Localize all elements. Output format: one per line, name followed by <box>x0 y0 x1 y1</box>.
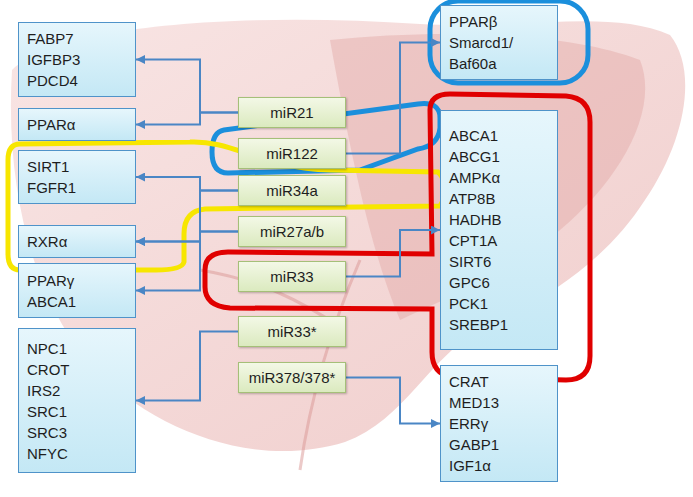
target-arrow <box>136 232 238 242</box>
gene-name: ERRγ <box>449 413 549 434</box>
target-gene-box: ABCA1ABCG1AMPKαATP8BHADHBCPT1ASIRT6GPC6P… <box>440 110 558 350</box>
mirna-name: miR33* <box>243 321 341 342</box>
gene-name: SIRT6 <box>449 251 549 272</box>
gene-name: CRAT <box>449 371 549 392</box>
gene-name: FGFR1 <box>27 177 127 198</box>
gene-name: NFYC <box>27 443 127 464</box>
target-arrow <box>136 60 238 113</box>
highlight-blue <box>430 1 588 83</box>
gene-name: CPT1A <box>449 230 549 251</box>
gene-name: GABP1 <box>449 434 549 455</box>
gene-name: HADHB <box>449 209 549 230</box>
mirna-box: miR21 <box>238 97 346 128</box>
target-gene-box: FABP7IGFBP3PDCD4 <box>18 22 136 97</box>
gene-name: AMPKα <box>449 167 549 188</box>
gene-name: SRC1 <box>27 401 127 422</box>
gene-name: ABCG1 <box>449 146 549 167</box>
mirna-box: miR33 <box>238 261 346 292</box>
target-arrow <box>136 232 238 291</box>
target-gene-box: NPC1CROTIRS2SRC1SRC3NFYC <box>18 328 136 473</box>
gene-name: PCK1 <box>449 293 549 314</box>
gene-name: ATP8B <box>449 188 549 209</box>
target-arrow <box>136 332 238 401</box>
gene-name: IGFBP3 <box>27 49 127 70</box>
gene-name: NPC1 <box>27 338 127 359</box>
gene-name: PPARβ <box>449 11 549 32</box>
mirna-box: miR34a <box>238 175 346 206</box>
mirna-name: miR122 <box>243 143 341 164</box>
gene-name: RXRα <box>27 231 127 252</box>
mirna-name: miR27a/b <box>243 221 341 242</box>
gene-name: GPC6 <box>449 272 549 293</box>
gene-name: CROT <box>27 359 127 380</box>
gene-name: ABCA1 <box>27 291 127 312</box>
liver-vessel <box>200 260 360 470</box>
gene-name: SRC3 <box>27 422 127 443</box>
target-gene-box: PPARα <box>18 108 136 141</box>
target-gene-box: PPARγABCA1 <box>18 263 136 318</box>
highlight-red <box>205 94 590 380</box>
target-arrow <box>136 177 238 191</box>
mirna-box: miR122 <box>238 138 346 169</box>
target-arrow <box>136 113 238 125</box>
gene-name: FABP7 <box>27 28 127 49</box>
gene-name: PPARα <box>27 114 127 135</box>
gene-name: IRS2 <box>27 380 127 401</box>
mirna-name: miR34a <box>243 180 341 201</box>
target-arrow <box>346 378 440 424</box>
mirna-box: miR33* <box>238 316 346 347</box>
mirna-name: miR21 <box>243 102 341 123</box>
gene-name: PDCD4 <box>27 70 127 91</box>
gene-name: PPARγ <box>27 270 127 291</box>
gene-name: IGF1α <box>449 455 549 476</box>
target-gene-box: CRATMED13ERRγGABP1IGF1α <box>440 365 558 482</box>
target-gene-box: SIRT1FGFR1 <box>18 150 136 204</box>
target-gene-box: PPARβSmarcd1/ Baf60a <box>440 5 558 80</box>
target-arrow <box>346 43 440 154</box>
target-gene-box: RXRα <box>18 225 136 258</box>
gene-name: SIRT1 <box>27 156 127 177</box>
gene-name: MED13 <box>449 392 549 413</box>
gene-name: SREBP1 <box>449 314 549 335</box>
mirna-name: miR378/378* <box>243 367 341 388</box>
target-arrow <box>346 230 440 277</box>
mirna-box: miR27a/b <box>238 216 346 247</box>
mirna-box: miR378/378* <box>238 362 346 393</box>
gene-name: Smarcd1/ Baf60a <box>449 32 549 74</box>
mirna-name: miR33 <box>243 266 341 287</box>
gene-name: ABCA1 <box>449 125 549 146</box>
target-arrow <box>136 191 238 242</box>
